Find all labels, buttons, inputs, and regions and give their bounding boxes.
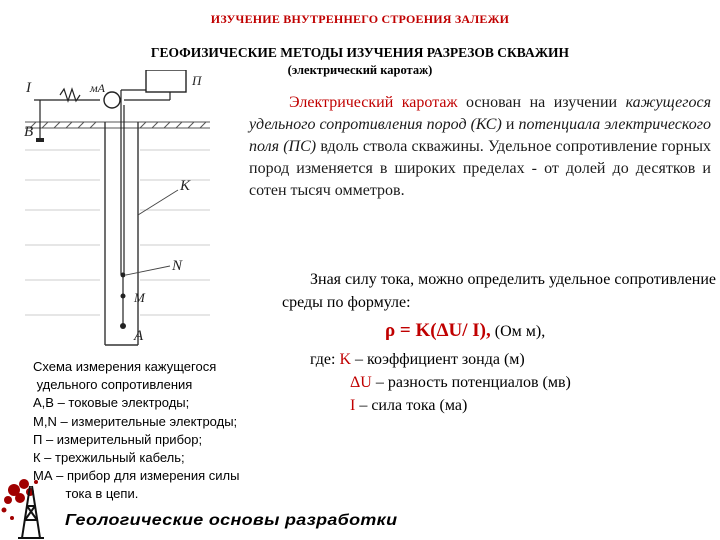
footer-caption: Геологические основы разработки bbox=[65, 512, 398, 529]
label-m: M bbox=[133, 290, 146, 305]
caption-line: M,N – измерительные электроды; bbox=[33, 413, 238, 429]
resistivity-formula: ρ = K(ΔU/ I), (Ом м), bbox=[385, 320, 545, 342]
definition-k: где: K – коэффициент зонда (м) bbox=[310, 351, 525, 369]
page-title: ГЕОФИЗИЧЕСКИЕ МЕТОДЫ ИЗУЧЕНИЯ РАЗРЕЗОВ С… bbox=[150, 45, 570, 60]
label-leader-n bbox=[125, 265, 171, 276]
intro-text-a: основан на изучении bbox=[457, 94, 626, 111]
label-p: П bbox=[191, 73, 203, 88]
caption-line: тока в цепи. bbox=[33, 486, 139, 502]
definition-text: – коэффициент зонда (м) bbox=[351, 351, 525, 368]
intro-term-ks: кажущегося удельного сопротивления пород… bbox=[249, 94, 712, 133]
measuring-instrument-box bbox=[145, 70, 187, 93]
caption-line: А,В – токовые электроды; bbox=[33, 395, 190, 411]
section-title: ИЗУЧЕНИЕ ВНУТРЕННЕГО СТРОЕНИЯ ЗАЛЕЖИ bbox=[210, 12, 510, 26]
page-subtitle: (электрический каротаж) bbox=[287, 63, 433, 77]
label-k: K bbox=[179, 178, 191, 194]
caption-line: К – трехжильный кабель; bbox=[33, 450, 185, 466]
electrode-b bbox=[36, 138, 44, 142]
borehole bbox=[104, 122, 139, 346]
caption-line: П – измерительный прибор; bbox=[33, 431, 203, 447]
method-name: Электрический каротаж bbox=[289, 94, 458, 111]
formula-units: (Ом м), bbox=[490, 323, 546, 340]
cable bbox=[120, 105, 125, 275]
milliammeter bbox=[103, 91, 121, 109]
formula-intro-paragraph: Зная силу тока, можно определить удельно… bbox=[282, 271, 717, 311]
caption-line: Схема измерения кажущегося bbox=[33, 359, 217, 374]
surface-circuit bbox=[34, 87, 171, 140]
label-a: A bbox=[133, 328, 144, 344]
definition-text: – сила тока (ма) bbox=[355, 397, 468, 414]
oil-derrick-logo bbox=[1, 479, 44, 539]
definition-text: – разность потенциалов (мв) bbox=[371, 374, 571, 391]
intro-term-ps: потенциала электрического поля (ПС) bbox=[249, 116, 712, 155]
definition-prefix: где: bbox=[310, 351, 340, 368]
definition-symbol: I bbox=[350, 397, 356, 414]
derrick-icon bbox=[18, 485, 44, 539]
definition-symbol: ΔU bbox=[350, 374, 372, 391]
label-leader-k bbox=[137, 189, 179, 216]
label-i: I bbox=[25, 80, 32, 96]
oil-splash-icon bbox=[1, 479, 38, 520]
intro-paragraph: Электрический каротаж основан на изучени… bbox=[249, 92, 711, 202]
caption-line: МА – прибор для измерения силы bbox=[33, 468, 240, 484]
label-ma: мА bbox=[89, 81, 106, 95]
schematic-caption: Схема измерения кажущегося удельного соп… bbox=[33, 358, 273, 504]
intro-text-b: и bbox=[501, 116, 519, 133]
label-b: B bbox=[24, 124, 33, 140]
caption-line: удельного сопротивления bbox=[33, 377, 193, 393]
label-n: N bbox=[171, 258, 183, 274]
formula-expression: ρ = K(ΔU/ I), bbox=[385, 320, 491, 341]
definition-du: ΔU – разность потенциалов (мв) bbox=[350, 374, 571, 392]
definition-i: I – сила тока (ма) bbox=[350, 397, 467, 415]
electrode-a bbox=[120, 323, 126, 329]
rock-strata bbox=[25, 149, 210, 316]
ground-surface bbox=[25, 121, 210, 129]
intro-text-c: вдоль ствола скважины. Удельное сопротив… bbox=[249, 138, 711, 199]
well-logging-schematic: I мА П B K N M A bbox=[24, 70, 210, 346]
definition-symbol: K bbox=[339, 351, 352, 368]
